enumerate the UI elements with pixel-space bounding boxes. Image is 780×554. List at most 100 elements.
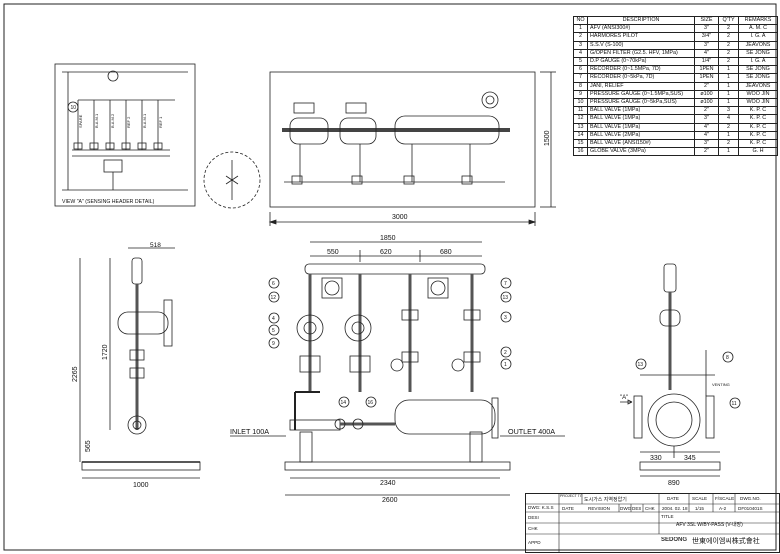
bom-cell-size: 3" <box>694 114 719 124</box>
desi-label: DESI <box>528 515 539 520</box>
bom-cell-description: AFV (ANSI300#) <box>587 24 695 34</box>
view-a-caption: VIEW "A" (SENSING HEADER DETAIL) <box>62 199 155 205</box>
company-name: 世東에이엠씨株式會社 <box>692 538 760 545</box>
scale-label: SCALE <box>692 496 708 501</box>
bom-cell-remarks: K. P. C <box>738 122 778 132</box>
bom-cell-no: 6 <box>573 65 588 75</box>
header-label-6: REF 1 <box>158 116 163 128</box>
bom-cell-no: 16 <box>573 147 588 157</box>
bom-cell-description: BALL VALVE (1MPa) <box>587 122 695 132</box>
date-label: DATE <box>667 496 679 501</box>
scale-value: 1/15 <box>695 506 704 511</box>
bom-cell-qty: 2 <box>718 24 739 34</box>
callout-13: 13 <box>503 295 509 301</box>
bom-col-description: DESCRIPTION <box>587 15 695 26</box>
dwg-col: DWG <box>620 506 632 511</box>
callout-13-right: 13 <box>638 362 644 368</box>
dwg-no-label: DWG.NO. <box>740 496 761 501</box>
bom-cell-qty: 2 <box>718 139 739 149</box>
bom-cell-size: 3" <box>694 24 719 34</box>
bom-cell-qty: 2 <box>718 122 739 132</box>
bom-cell-description: S.S.V (S-100) <box>587 40 695 50</box>
callout-4: 4 <box>272 316 275 322</box>
bom-cell-no: 9 <box>573 89 588 100</box>
bom-cell-description: JANI, RELIEF <box>587 81 695 91</box>
bom-cell-no: 8 <box>573 81 588 91</box>
bom-cell-no: 12 <box>573 114 588 124</box>
header-label-4: REF 2 <box>126 116 131 128</box>
dim-seg-1: 550 <box>327 249 339 256</box>
bom-cell-size: 2" <box>694 106 719 116</box>
bom-cell-qty: 1 <box>718 147 739 157</box>
project-title: 도시가스 지역정압기 <box>584 497 627 503</box>
appd-label: APPD <box>528 540 541 545</box>
callout-7: 7 <box>504 281 507 287</box>
bom-cell-no: 14 <box>573 130 588 141</box>
dim-front-outer: 2600 <box>382 497 398 504</box>
callout-10 <box>67 101 79 113</box>
bom-cell-remarks: SE JONG <box>738 48 778 59</box>
bom-cell-remarks: I. G. A <box>738 57 778 67</box>
bom-cell-description: RECORDER (0~1.5MPa, 7D) <box>587 65 695 75</box>
project-label: PROJECT TITLE <box>560 494 582 498</box>
bom-col-size: SIZE <box>694 15 719 26</box>
chk-label: CHK <box>528 526 538 531</box>
dim-left-top: 518 <box>150 242 161 249</box>
date-value: 2004. 02. 18 <box>662 506 688 511</box>
des-col: DES <box>632 506 642 511</box>
dim-right-width: 890 <box>668 480 680 487</box>
bom-cell-description: PRESSURE GAUGE (0~5kPa,SUS) <box>587 98 695 108</box>
bom-cell-qty: 4 <box>718 114 739 124</box>
bom-cell-qty: 1 <box>718 65 739 75</box>
bom-cell-description: BALL VALVE (1MPa) <box>587 114 695 124</box>
dim-right-a: 330 <box>650 455 662 462</box>
bom-cell-remarks: WOO JIN <box>738 89 778 100</box>
bom-cell-qty: 1 <box>718 130 739 141</box>
callout-5: 5 <box>272 328 275 334</box>
bom-cell-size: 1PEN <box>694 73 719 83</box>
dim-seg-2: 620 <box>380 249 392 256</box>
callout-14: 14 <box>341 400 347 406</box>
bom-cell-remarks: I. G. A <box>738 32 778 42</box>
bom-cell-size: 3/4" <box>694 32 719 42</box>
dim-top-width: 3000 <box>392 214 408 221</box>
bom-cell-qty: 2 <box>718 40 739 50</box>
callout-10-label: 10 <box>71 105 77 111</box>
bom-cell-qty: 1 <box>718 98 739 108</box>
callout-3: 3 <box>504 315 507 321</box>
bom-cell-qty: 1 <box>718 73 739 83</box>
bom-cell-remarks: JEAVONS <box>738 40 778 50</box>
bom-cell-size: 1/4" <box>694 57 719 67</box>
bom-col-qty: Q'TY <box>718 15 739 26</box>
bom-cell-size: 3" <box>694 40 719 50</box>
bom-cell-size: 4" <box>694 122 719 132</box>
dwg-label: DWG: K.S.S <box>528 505 554 510</box>
title-label: TITLE <box>661 514 674 519</box>
bom-cell-remarks: K. P. C <box>738 106 778 116</box>
bom-cell-qty: 1 <box>718 81 739 91</box>
bom-cell-qty: 3 <box>718 106 739 116</box>
title-block: PROJECT TITLE 도시가스 지역정압기 DWG: K.S.S DATE… <box>525 493 780 553</box>
bom-cell-description: BALL VALVE (ANSI150#) <box>587 139 695 149</box>
dim-right-b: 345 <box>684 455 696 462</box>
header-label-1: SPARE <box>78 114 83 128</box>
right-side-view: 330 345 890 "A" VENTING 13 8 11 <box>620 263 741 487</box>
bom-cell-no: 7 <box>573 73 588 83</box>
bom-cell-remarks: A. M. C <box>738 24 778 34</box>
sheet-border <box>3 3 777 551</box>
bom-cell-qty: 2 <box>718 57 739 67</box>
bom-col-no: NO <box>573 15 588 26</box>
inlet-label: INLET 100A <box>230 427 269 436</box>
bom-cell-description: D.P GAUGE (0~70kPa) <box>587 57 695 67</box>
